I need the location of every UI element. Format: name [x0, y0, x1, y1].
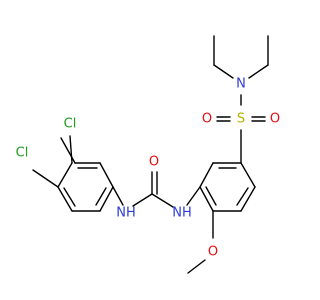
bond: [132, 193, 153, 207]
bond: [112, 186, 124, 206]
molecule-structure: Cl Cl NH NH O S O O N O: [16, 35, 280, 274]
methoxyphenyl-ring: [199, 162, 256, 212]
bond: [205, 186, 217, 206]
sulfonamide-nitrogen: N: [236, 77, 246, 92]
urea-nh-left: NH: [116, 206, 136, 221]
bond: [99, 186, 114, 212]
bond: [63, 187, 76, 207]
bond: [95, 187, 107, 206]
carbonyl-oxygen: O: [149, 155, 159, 170]
bond: [57, 162, 73, 188]
chlorine-atom-2: Cl: [16, 146, 29, 161]
bond: [187, 259, 206, 274]
sulfur-atom: S: [237, 112, 245, 127]
sulfonyl-oxygen-right: O: [270, 112, 280, 127]
bond: [186, 186, 201, 206]
dichlorophenyl-ring: [57, 137, 114, 212]
bond: [69, 135, 73, 164]
bond: [248, 64, 269, 79]
methoxy-oxygen: O: [208, 245, 218, 260]
bond: [199, 186, 214, 212]
chlorine-atom-1: Cl: [64, 117, 77, 132]
bond: [240, 162, 256, 188]
urea-nh-right: NH: [172, 206, 192, 221]
bond: [99, 162, 114, 188]
bond: [240, 186, 256, 212]
bond: [60, 137, 76, 164]
bond: [151, 193, 174, 208]
bond: [57, 186, 73, 212]
bond: [199, 162, 214, 188]
sulfonyl-oxygen-left: O: [202, 112, 212, 127]
bond: [236, 187, 249, 206]
bond: [213, 64, 234, 79]
bond: [32, 169, 59, 188]
